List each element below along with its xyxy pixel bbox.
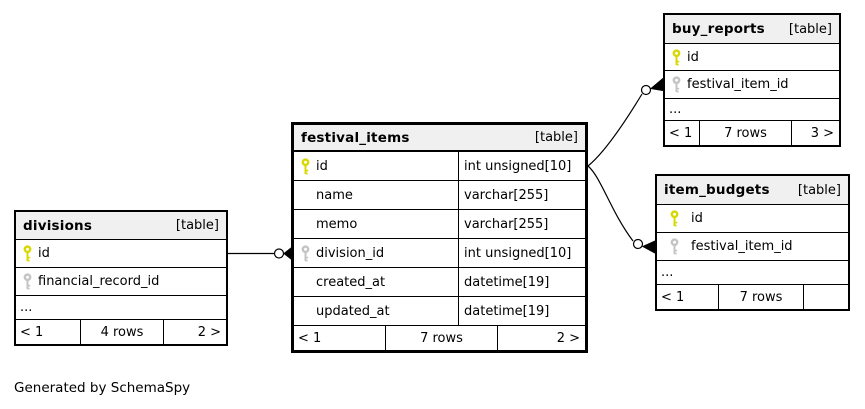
row-count: 7 rows: [718, 285, 803, 309]
table-title: buy_reports: [672, 21, 765, 37]
parents-count: < 1: [661, 289, 685, 305]
table-node-festival-items[interactable]: festival_items [table] id int unsigned[1…: [291, 122, 588, 353]
column-name: name: [316, 187, 353, 203]
column-name: division_id: [316, 245, 385, 261]
column-name: memo: [316, 216, 358, 232]
hidden-columns-ellipsis: ...: [16, 296, 226, 320]
table-footer: < 1 4 rows 2 >: [16, 320, 226, 344]
column-name: festival_item_id: [687, 77, 789, 92]
column-row: name varchar[255]: [294, 181, 585, 210]
column-type: datetime[19]: [458, 268, 585, 296]
column-type: varchar[255]: [458, 210, 585, 238]
table-header: festival_items [table]: [294, 125, 585, 152]
arrowhead-icon: [649, 77, 664, 92]
table-header: divisions [table]: [16, 212, 226, 240]
column-name: created_at: [316, 274, 386, 290]
table-node-item-budgets[interactable]: item_budgets [table] id festival_item_id…: [655, 174, 850, 311]
column-row: id: [16, 240, 226, 268]
column-row: financial_record_id: [16, 268, 226, 296]
column-type: datetime[19]: [458, 297, 585, 325]
row-count: 4 rows: [80, 320, 163, 344]
children-count: 2 >: [497, 326, 585, 350]
children-count: 3 >: [791, 121, 839, 145]
table-footer: < 1 7 rows 2 >: [294, 326, 585, 350]
table-title: festival_items: [301, 129, 410, 146]
foreign-key-icon: [16, 273, 38, 290]
arrowhead-icon: [283, 246, 292, 261]
children-count: [803, 285, 848, 309]
column-name: id: [38, 246, 50, 261]
column-row: updated_at datetime[19]: [294, 297, 585, 326]
foreign-key-icon: [657, 238, 691, 255]
column-row: id: [657, 205, 848, 233]
table-header: buy_reports [table]: [665, 15, 839, 44]
column-row: created_at datetime[19]: [294, 268, 585, 297]
zero-or-one-circle: [632, 238, 644, 250]
relationship-festival-items-to-buy-reports: [587, 77, 664, 167]
column-name: id: [691, 211, 703, 226]
table-footer: < 1 7 rows 3 >: [665, 121, 839, 145]
parents-count: < 1: [20, 324, 44, 340]
parents-count: < 1: [298, 330, 322, 346]
column-name: festival_item_id: [691, 239, 793, 254]
arrowhead-icon: [641, 240, 656, 254]
table-type-tag: [table]: [797, 182, 841, 198]
row-count: 7 rows: [699, 121, 791, 145]
column-row: id: [665, 44, 839, 71]
column-type: varchar[255]: [458, 181, 585, 209]
zero-or-one-circle: [273, 248, 285, 259]
primary-key-icon: [657, 210, 691, 227]
column-name: updated_at: [316, 303, 390, 319]
parents-count: < 1: [669, 125, 693, 141]
table-header: item_budgets [table]: [657, 176, 848, 205]
relationship-divisions-to-festival-items: [228, 246, 292, 261]
table-type-tag: [table]: [788, 21, 832, 37]
column-row: id int unsigned[10]: [294, 152, 585, 181]
table-title: divisions: [23, 217, 93, 234]
table-type-tag: [table]: [534, 130, 578, 145]
column-row: festival_item_id: [665, 71, 839, 99]
column-name: financial_record_id: [38, 274, 160, 289]
column-type: int unsigned[10]: [458, 239, 585, 267]
table-footer: < 1 7 rows: [657, 285, 848, 309]
primary-key-icon: [16, 245, 38, 262]
column-row: festival_item_id: [657, 233, 848, 261]
column-row: division_id int unsigned[10]: [294, 239, 585, 268]
table-type-tag: [table]: [175, 218, 219, 233]
children-count: 2 >: [163, 320, 226, 344]
column-type: int unsigned[10]: [458, 152, 585, 180]
generated-by-credit: Generated by SchemaSpy: [14, 380, 191, 396]
hidden-columns-ellipsis: ...: [665, 99, 839, 121]
column-name: id: [687, 49, 699, 65]
table-title: item_budgets: [664, 182, 770, 198]
relationship-festival-items-to-item-budgets: [587, 165, 656, 254]
primary-key-icon: [294, 157, 316, 175]
primary-key-icon: [665, 48, 687, 66]
hidden-columns-ellipsis: ...: [657, 261, 848, 285]
table-node-buy-reports[interactable]: buy_reports [table] id festival_item_id …: [663, 13, 841, 147]
column-row: memo varchar[255]: [294, 210, 585, 239]
table-node-divisions[interactable]: divisions [table] id financial_record_id…: [14, 210, 228, 346]
foreign-key-icon: [665, 76, 687, 93]
foreign-key-icon: [294, 244, 316, 262]
row-count: 7 rows: [385, 326, 497, 350]
zero-or-one-circle: [640, 84, 652, 96]
column-name: id: [316, 158, 328, 174]
